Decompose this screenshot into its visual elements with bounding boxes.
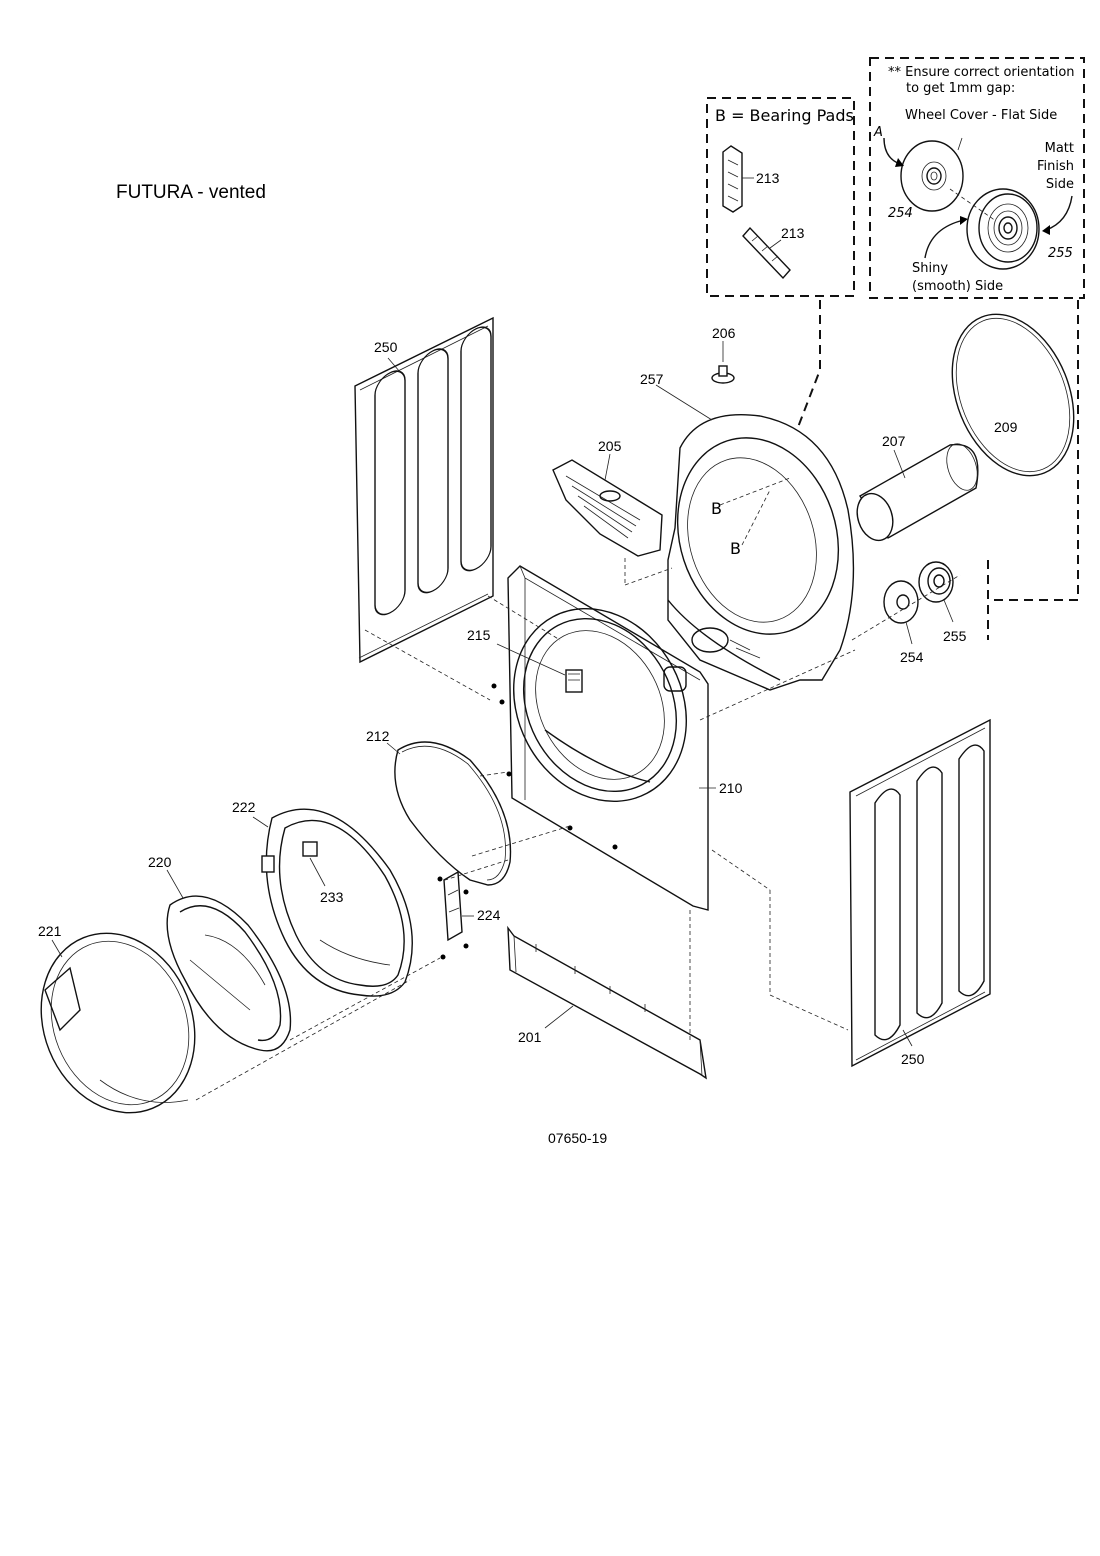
orientation-box: ** Ensure correct orientation to get 1mm… [869, 57, 1085, 299]
door-glass-220 [166, 895, 292, 1052]
part-label-205: 205 [598, 438, 622, 454]
part-label-207: 207 [882, 433, 906, 449]
bearing-pad-lower [742, 226, 791, 280]
front-panel-screws [491, 683, 618, 850]
latch-233 [302, 841, 318, 857]
matt-label-line2: Finish [1037, 159, 1074, 174]
part-label-201: 201 [518, 1029, 542, 1045]
wheel-cover-disc [900, 140, 964, 212]
front-panel [507, 565, 709, 911]
matt-label-line1: Matt [1045, 141, 1074, 156]
shiny-label-line2: (smooth) Side [912, 279, 1003, 294]
bearing-mark-1: B [711, 499, 722, 518]
kick-panel-201 [507, 925, 707, 1080]
hinge-224 [437, 870, 469, 960]
orientation-part-254: 254 [888, 206, 913, 221]
part-label-221: 221 [38, 923, 62, 939]
part-label-250-left: 250 [374, 339, 398, 355]
part-label-224: 224 [477, 907, 501, 923]
part-label-254: 254 [900, 649, 924, 665]
orientation-part-255: 255 [1048, 246, 1073, 261]
part-label-215: 215 [467, 627, 491, 643]
part-label-212: 212 [366, 728, 390, 744]
side-panel-right [849, 718, 991, 1068]
door-seal-212 [394, 741, 512, 886]
part-label-255: 255 [943, 628, 967, 644]
wheel-cover-label: Wheel Cover - Flat Side [905, 108, 1057, 123]
orientation-note-line2: to get 1mm gap: [906, 81, 1015, 96]
belt-209 [951, 313, 1075, 477]
bearing-pad-upper [722, 145, 754, 213]
side-panel-left [354, 316, 494, 664]
bearing-pads-heading: B = Bearing Pads [715, 106, 854, 125]
bearing-pads-box: B = Bearing Pads 213 213 [706, 97, 855, 297]
matt-label-line3: Side [1046, 177, 1074, 192]
wheel-disc [966, 188, 1040, 270]
wheel-cover-254 [883, 580, 919, 624]
part-label-233: 233 [320, 889, 344, 905]
bearing-box-leader [794, 300, 821, 436]
part-label-250-right: 250 [901, 1051, 925, 1067]
door-catch-215 [565, 669, 583, 693]
outer-door-221 [40, 932, 196, 1114]
duct-205 [552, 459, 663, 557]
drawing-number: 07650-19 [548, 1130, 607, 1146]
part-label-257: 257 [640, 371, 664, 387]
part-label-222: 222 [232, 799, 256, 815]
bearing-pad-label-2: 213 [781, 225, 805, 241]
part-label-206: 206 [712, 325, 736, 341]
shiny-label-line1: Shiny [912, 261, 948, 276]
bearing-pad-label-1: 213 [756, 170, 780, 186]
wheel-255 [918, 561, 954, 603]
sensor-206 [711, 365, 735, 384]
diagram-title: FUTURA - vented [116, 182, 266, 203]
part-label-220: 220 [148, 854, 172, 870]
letter-a-label: A [873, 125, 883, 140]
duct-tube-207 [856, 443, 979, 542]
orientation-note-line1: ** Ensure correct orientation [888, 65, 1075, 80]
bulkhead [667, 414, 855, 691]
bearing-mark-2: B [730, 539, 741, 558]
orientation-box-leader [988, 300, 1079, 601]
part-label-209: 209 [994, 419, 1018, 435]
part-label-210: 210 [719, 780, 743, 796]
assembly-lines [195, 558, 856, 1101]
